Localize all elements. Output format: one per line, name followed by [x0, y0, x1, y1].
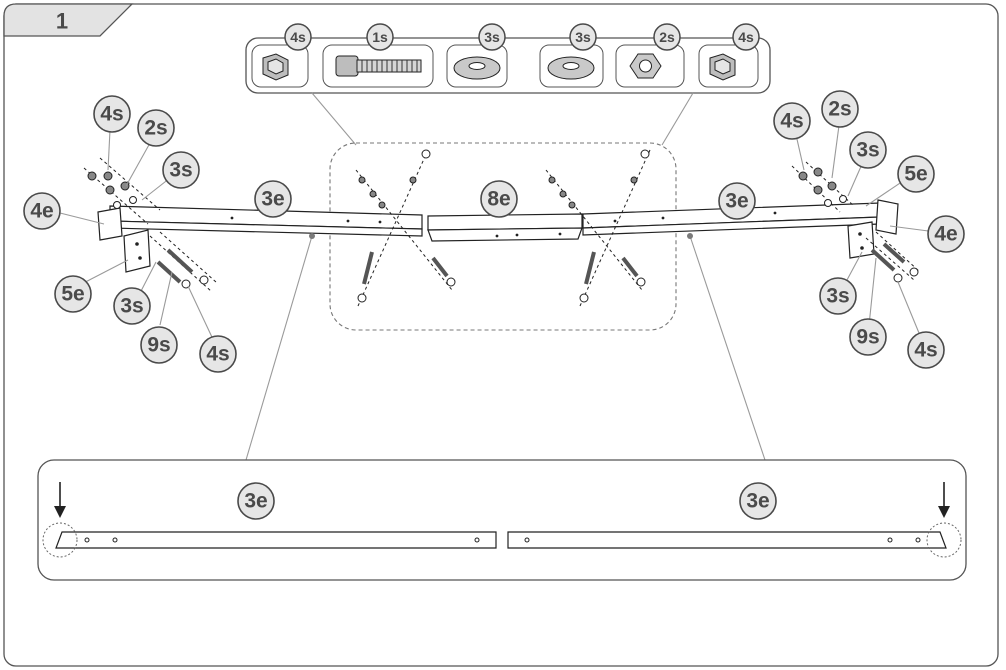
svg-text:4e: 4e	[934, 223, 957, 246]
hex-nut-icon	[629, 53, 662, 79]
beam-orientation-detail: 3e 3e	[37, 459, 967, 581]
svg-text:3s: 3s	[120, 295, 143, 318]
part-callout: 5e	[54, 275, 92, 313]
svg-text:2s: 2s	[828, 98, 851, 121]
part-callout: 2s	[137, 109, 175, 147]
hardware-callout: 3s	[569, 23, 597, 51]
part-callout: 4s	[773, 102, 811, 140]
svg-text:9s: 9s	[856, 326, 879, 349]
svg-text:4s: 4s	[914, 339, 937, 362]
leader-line	[311, 92, 357, 146]
leader-dot	[309, 233, 315, 239]
hardware-callout: 4s	[732, 23, 760, 51]
svg-text:9s: 9s	[147, 334, 170, 357]
step-number: 1	[56, 9, 68, 34]
leader-line	[661, 92, 694, 146]
part-callout: 8e	[480, 180, 518, 218]
svg-text:8e: 8e	[487, 188, 510, 211]
center-fastener-stack	[355, 149, 651, 307]
part-callout: 4s	[907, 331, 945, 369]
svg-text:4s: 4s	[780, 110, 803, 133]
part-callout: 4s	[93, 95, 131, 133]
left-end-bracket	[97, 207, 151, 273]
svg-text:3s: 3s	[169, 159, 192, 182]
part-callout: 9s	[140, 326, 178, 364]
part-callout: 3s	[849, 131, 887, 169]
bolt-icon	[335, 55, 422, 77]
hardware-panel: 4s 1s 3s 3s 2s 4s	[245, 23, 771, 94]
svg-text:3s: 3s	[575, 29, 591, 45]
svg-text:3s: 3s	[484, 29, 500, 45]
hardware-callout: 3s	[478, 23, 506, 51]
highlight-circle	[42, 522, 78, 558]
svg-text:3s: 3s	[826, 285, 849, 308]
leader-dot	[687, 233, 693, 239]
right-beam-profile	[507, 531, 947, 549]
center-coupler	[427, 213, 583, 242]
down-arrow-icon	[54, 482, 66, 518]
svg-text:5e: 5e	[61, 283, 84, 306]
part-callout: 3e	[739, 482, 777, 520]
flat-washer-icon	[547, 56, 595, 80]
right-end-bracket	[847, 199, 899, 259]
part-callout: 3s	[162, 151, 200, 189]
part-callout: 3e	[718, 182, 756, 220]
part-callout: 9s	[849, 318, 887, 356]
cap-nut-icon	[709, 53, 736, 81]
part-callout: 4e	[927, 215, 965, 253]
hardware-callout: 2s	[653, 23, 681, 51]
part-callout: 3s	[819, 277, 857, 315]
svg-text:3e: 3e	[725, 190, 748, 213]
part-callout: 3e	[254, 180, 292, 218]
part-callout: 5e	[897, 155, 935, 193]
down-arrow-icon	[938, 482, 950, 518]
highlight-circle	[926, 522, 962, 558]
cap-nut-icon	[262, 53, 289, 81]
svg-text:3e: 3e	[261, 188, 284, 211]
svg-text:1s: 1s	[372, 29, 388, 45]
connector-detail-region	[329, 142, 677, 331]
left-fastener-stack	[83, 157, 217, 293]
svg-text:4e: 4e	[30, 200, 53, 223]
svg-text:4s: 4s	[206, 343, 229, 366]
left-beam-profile	[55, 531, 497, 549]
svg-text:4s: 4s	[738, 29, 754, 45]
svg-text:4s: 4s	[290, 29, 306, 45]
hardware-callout: 4s	[284, 23, 312, 51]
svg-text:5e: 5e	[904, 163, 927, 186]
svg-text:3e: 3e	[244, 490, 267, 513]
part-callout: 3e	[237, 482, 275, 520]
svg-text:3e: 3e	[746, 490, 769, 513]
flat-washer-icon	[453, 56, 501, 80]
svg-text:2s: 2s	[144, 117, 167, 140]
svg-text:3s: 3s	[856, 139, 879, 162]
part-callout: 3s	[113, 287, 151, 325]
step-tab	[3, 3, 134, 37]
hardware-callout: 1s	[366, 23, 394, 51]
right-fastener-stack	[791, 161, 921, 283]
svg-text:4s: 4s	[100, 103, 123, 126]
part-callout: 4s	[199, 335, 237, 373]
part-callout: 2s	[821, 90, 859, 128]
svg-text:2s: 2s	[659, 29, 675, 45]
part-callout: 4e	[23, 192, 61, 230]
